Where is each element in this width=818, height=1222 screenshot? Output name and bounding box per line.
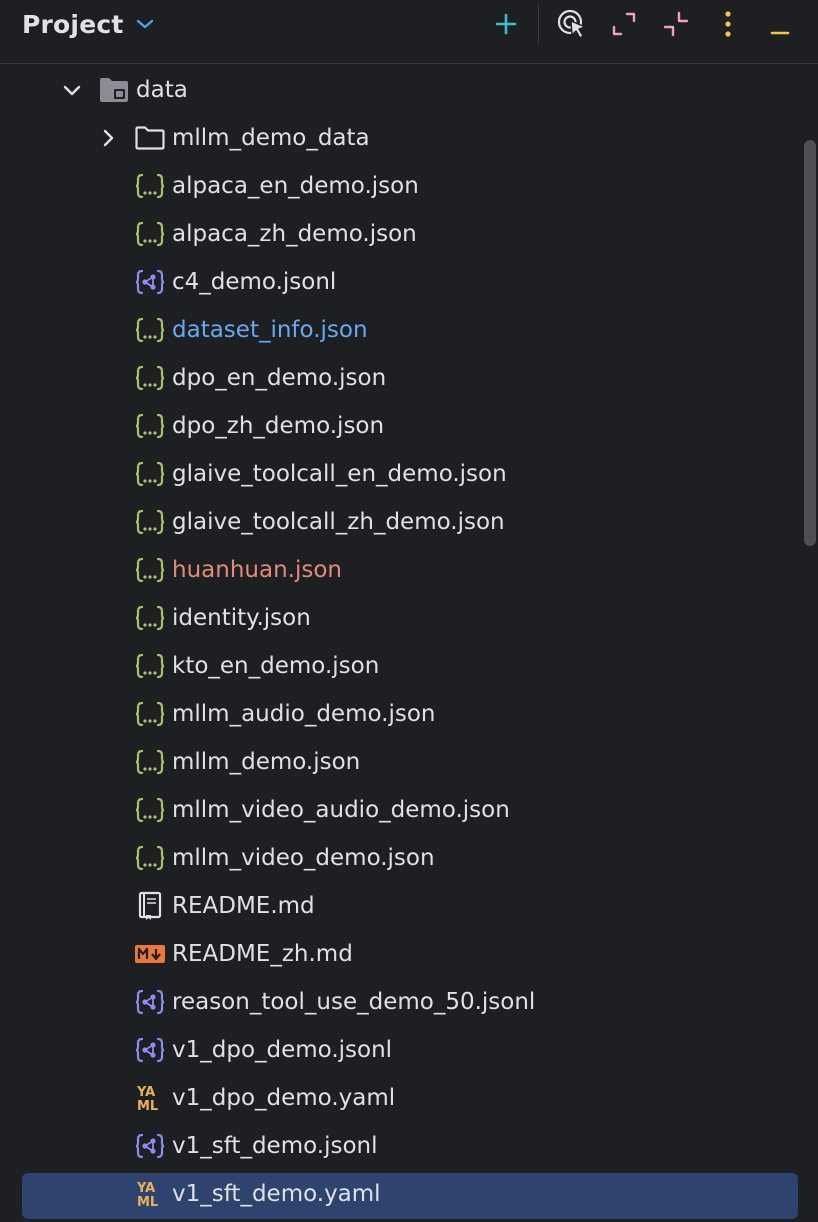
tree-row-file[interactable]: glaive_toolcall_zh_demo.json <box>0 498 818 546</box>
vertical-scrollbar[interactable] <box>804 140 816 546</box>
tree-item-label: identity.json <box>172 605 311 631</box>
expand-all-button[interactable] <box>607 6 641 42</box>
tree-item-label: v1_sft_demo.jsonl <box>172 1133 378 1159</box>
new-file-button[interactable] <box>489 6 523 42</box>
locate-file-icon <box>557 9 586 39</box>
jsonl-file-icon <box>134 987 166 1017</box>
hide-button[interactable] <box>763 6 797 42</box>
minimize-icon <box>770 31 790 35</box>
tree-row-file[interactable]: dpo_en_demo.json <box>0 354 818 402</box>
tree-row-file[interactable]: dataset_info.json <box>0 306 818 354</box>
readme-book-icon <box>134 891 166 921</box>
tree-row-file[interactable]: identity.json <box>0 594 818 642</box>
json-file-icon <box>134 747 166 777</box>
project-view-selector[interactable]: Project <box>22 6 154 42</box>
json-file-icon <box>134 651 166 681</box>
json-file-icon <box>134 315 166 345</box>
tree-item-label: glaive_toolcall_en_demo.json <box>172 461 507 487</box>
json-file-icon <box>134 363 166 393</box>
tree-item-label: v1_dpo_demo.yaml <box>172 1085 396 1111</box>
tree-item-label: v1_dpo_demo.jsonl <box>172 1037 393 1063</box>
tree-row-file[interactable]: v1_sft_demo.jsonl <box>0 1122 818 1170</box>
tree-row-data[interactable]: data <box>0 66 818 114</box>
json-file-icon <box>134 843 166 873</box>
tree-item-label: mllm_video_demo.json <box>172 845 435 871</box>
markdown-file-icon <box>134 939 166 969</box>
tree-row-file[interactable]: mllm_video_demo.json <box>0 834 818 882</box>
svg-text:YA: YA <box>136 1181 155 1196</box>
tree-row-file[interactable]: v1_dpo_demo.jsonl <box>0 1026 818 1074</box>
tool-window-title: Project <box>22 9 124 39</box>
jsonl-file-icon <box>134 267 166 297</box>
tree-item-label: mllm_video_audio_demo.json <box>172 797 510 823</box>
selection-highlight <box>22 1173 798 1219</box>
json-file-icon <box>134 555 166 585</box>
json-file-icon <box>134 507 166 537</box>
svg-text:ML: ML <box>137 1195 158 1209</box>
tree-row-file[interactable]: dpo_zh_demo.json <box>0 402 818 450</box>
tree-row-file[interactable]: alpaca_en_demo.json <box>0 162 818 210</box>
json-file-icon <box>134 699 166 729</box>
collapse-icon <box>663 11 689 37</box>
chevron-right-icon[interactable] <box>96 126 120 150</box>
jsonl-file-icon <box>134 1035 166 1065</box>
tree-item-label: data <box>136 77 188 103</box>
tree-row-file[interactable]: huanhuan.json <box>0 546 818 594</box>
tree-item-label: README_zh.md <box>172 941 353 967</box>
tree-item-label: alpaca_zh_demo.json <box>172 221 417 247</box>
tree-item-label: mllm_audio_demo.json <box>172 701 436 727</box>
tool-window-header: Project <box>0 0 818 64</box>
tree-row-file[interactable]: README.md <box>0 882 818 930</box>
tree-row-file[interactable]: mllm_demo.json <box>0 738 818 786</box>
tree-row-file[interactable]: mllm_audio_demo.json <box>0 690 818 738</box>
tree-item-label: reason_tool_use_demo_50.jsonl <box>172 989 536 1015</box>
tree-row-file[interactable]: alpaca_zh_demo.json <box>0 210 818 258</box>
svg-text:YA: YA <box>136 1085 155 1100</box>
plus-icon <box>495 13 517 35</box>
chevron-down-icon[interactable] <box>60 78 84 102</box>
json-file-icon <box>134 171 166 201</box>
tree-item-label: alpaca_en_demo.json <box>172 173 419 199</box>
tree-item-label: glaive_toolcall_zh_demo.json <box>172 509 505 535</box>
tree-item-label: v1_sft_demo.yaml <box>172 1181 381 1207</box>
json-file-icon <box>134 411 166 441</box>
tree-item-label: README.md <box>172 893 315 919</box>
json-file-icon <box>134 459 166 489</box>
more-vertical-icon <box>725 11 731 37</box>
tree-row-file[interactable]: mllm_video_audio_demo.json <box>0 786 818 834</box>
expand-icon <box>612 12 636 36</box>
tree-item-label: mllm_demo_data <box>172 125 370 151</box>
tree-row-file[interactable]: c4_demo.jsonl <box>0 258 818 306</box>
tree-row-file[interactable]: README_zh.md <box>0 930 818 978</box>
tree-item-label: dpo_en_demo.json <box>172 365 387 391</box>
chevron-down-icon <box>136 15 154 34</box>
tree-item-label: mllm_demo.json <box>172 749 361 775</box>
folder-icon <box>134 123 166 153</box>
tree-item-label: c4_demo.jsonl <box>172 269 337 295</box>
tree-row-file[interactable]: glaive_toolcall_en_demo.json <box>0 450 818 498</box>
json-file-icon <box>134 219 166 249</box>
select-opened-file-button[interactable] <box>555 6 589 42</box>
json-file-icon <box>134 603 166 633</box>
toolbar-separator <box>538 4 539 44</box>
tree-row-file[interactable]: reason_tool_use_demo_50.jsonl <box>0 978 818 1026</box>
jsonl-file-icon <box>134 1131 166 1161</box>
collapse-all-button[interactable] <box>659 6 693 42</box>
options-button[interactable] <box>711 6 745 42</box>
tree-item-label: huanhuan.json <box>172 557 342 583</box>
folder-data-icon <box>98 75 130 105</box>
tree-row-file[interactable]: kto_en_demo.json <box>0 642 818 690</box>
json-file-icon <box>134 795 166 825</box>
tree-item-label: dpo_zh_demo.json <box>172 413 385 439</box>
svg-text:ML: ML <box>137 1099 158 1113</box>
tree-row-folder[interactable]: mllm_demo_data <box>0 114 818 162</box>
tree-item-label: dataset_info.json <box>172 317 368 343</box>
tree-item-label: kto_en_demo.json <box>172 653 380 679</box>
